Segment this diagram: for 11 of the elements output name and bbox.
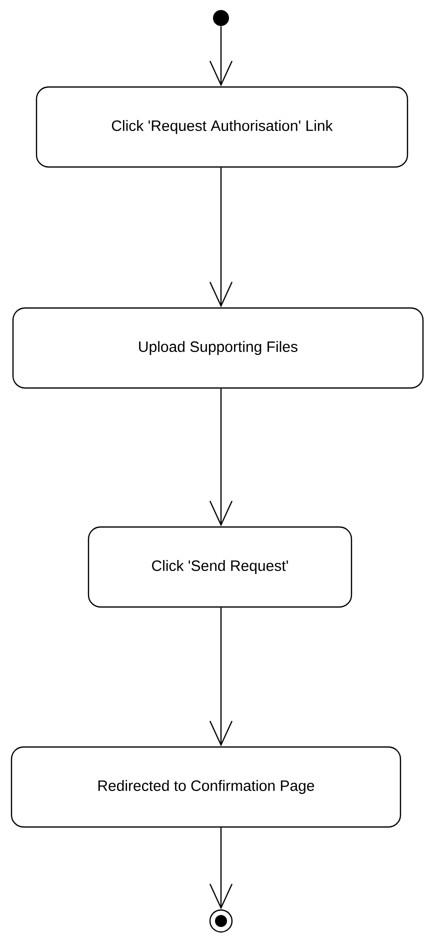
- arrow: [209, 388, 233, 526]
- action-box: Click 'Send Request': [88, 526, 352, 608]
- arrow: [209, 828, 233, 910]
- arrow: [209, 26, 233, 86]
- action-box: Redirected to Confirmation Page: [10, 746, 402, 828]
- final-node: [209, 909, 233, 933]
- action-box: Upload Supporting Files: [12, 307, 424, 389]
- arrow: [209, 168, 233, 308]
- arrow: [209, 608, 233, 746]
- initial-node: [213, 10, 229, 26]
- action-box: Click 'Request Authorisation' Link: [36, 86, 408, 168]
